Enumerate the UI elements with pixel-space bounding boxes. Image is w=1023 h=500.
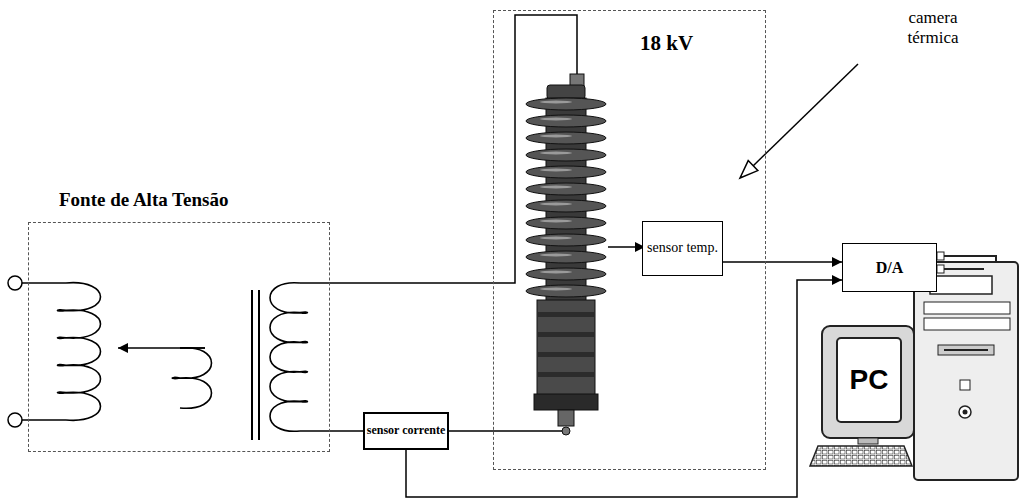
shed-highlight (540, 169, 572, 172)
surge-arrester (526, 74, 606, 435)
signal-wire (406, 280, 842, 497)
top-terminal (570, 74, 584, 86)
shed-highlight (540, 101, 572, 104)
node-label: sensor corrente (367, 424, 446, 438)
node-label: Fonte de Alta Tensão (59, 189, 228, 211)
high-voltage-region: 18 kV sensor temp. (493, 10, 766, 470)
arrester-shed (526, 98, 606, 110)
camera-arrow (753, 64, 858, 166)
transformer-coil (57, 283, 307, 432)
power-button (963, 410, 968, 415)
arrester-shed (526, 200, 606, 212)
arrester-shed (526, 98, 606, 297)
arrester-band (537, 352, 595, 357)
arrester-body (537, 300, 595, 396)
arrester-shed (526, 115, 606, 127)
cable-plug (937, 265, 944, 273)
keyboard (810, 446, 912, 466)
ground-bolt (562, 427, 570, 435)
arrester-shed (526, 285, 606, 297)
arrester-shed (526, 149, 606, 161)
node-label: 18 kV (640, 31, 693, 56)
source-region: Fonte de Alta Tensão (28, 222, 330, 452)
signal-wire (723, 261, 842, 263)
arrester-shed (526, 183, 606, 195)
arrester-band (537, 372, 595, 377)
monitor-screen: PC (836, 337, 902, 423)
floppy-drive (938, 345, 994, 355)
cable-plug (937, 252, 944, 260)
wire (446, 430, 566, 432)
drive-bay (924, 318, 1010, 330)
input-terminal (8, 276, 22, 290)
shed-highlight (540, 288, 572, 291)
primary-coil (172, 348, 211, 409)
node-label: PC (850, 364, 889, 396)
arrester-shed (526, 268, 606, 280)
arrester-band (537, 312, 595, 377)
monitor-stand (858, 438, 878, 444)
transformer-core (258, 290, 260, 440)
sensing-arrow (608, 246, 645, 248)
wire (300, 15, 577, 283)
signal-wire (330, 430, 363, 432)
shed-highlight (540, 135, 572, 138)
shed-highlight (540, 271, 572, 274)
input-terminal (8, 413, 22, 427)
drive-bay (924, 302, 1010, 314)
camera-arrow-head (740, 161, 758, 178)
shed-highlight (540, 152, 572, 155)
data-cable (944, 256, 996, 262)
arrester-band (537, 332, 595, 337)
shed-highlight (540, 203, 572, 206)
arrester-shed (526, 217, 606, 229)
shed-highlight (540, 220, 572, 223)
primary-coil (57, 283, 100, 421)
shed-highlight (540, 118, 572, 121)
arrester-shed (526, 234, 606, 246)
data-cable (944, 268, 984, 270)
arrester-shed (526, 251, 606, 263)
drive-display (930, 276, 992, 294)
shed-highlight (540, 237, 572, 240)
current-sensor-box: sensor corrente (363, 412, 449, 450)
secondary-coil (270, 283, 308, 432)
power-button (959, 406, 971, 418)
monitor-bezel (822, 326, 914, 438)
wire (300, 430, 330, 432)
shed-highlight (540, 186, 572, 189)
arrester-core (546, 98, 586, 303)
arrester-band (537, 312, 595, 317)
arrester-shed (526, 166, 606, 178)
callout-label: camera térmica (893, 8, 973, 49)
transformer-core (251, 290, 253, 440)
node-label: D/A (876, 259, 904, 277)
top-cap (547, 85, 585, 99)
pc-button (960, 380, 970, 390)
bottom-fitting (558, 410, 574, 426)
arrester-shed (526, 132, 606, 144)
pc-tower (914, 262, 1018, 480)
tap-arrow (118, 347, 205, 349)
temperature-sensor-box: sensor temp. (642, 221, 723, 276)
node-label: sensor temp. (647, 240, 718, 257)
shed-highlight (540, 254, 572, 257)
converter-box: D/A (842, 243, 937, 292)
base-flange (534, 394, 598, 410)
floppy-slot (944, 349, 988, 351)
wire (180, 347, 205, 349)
